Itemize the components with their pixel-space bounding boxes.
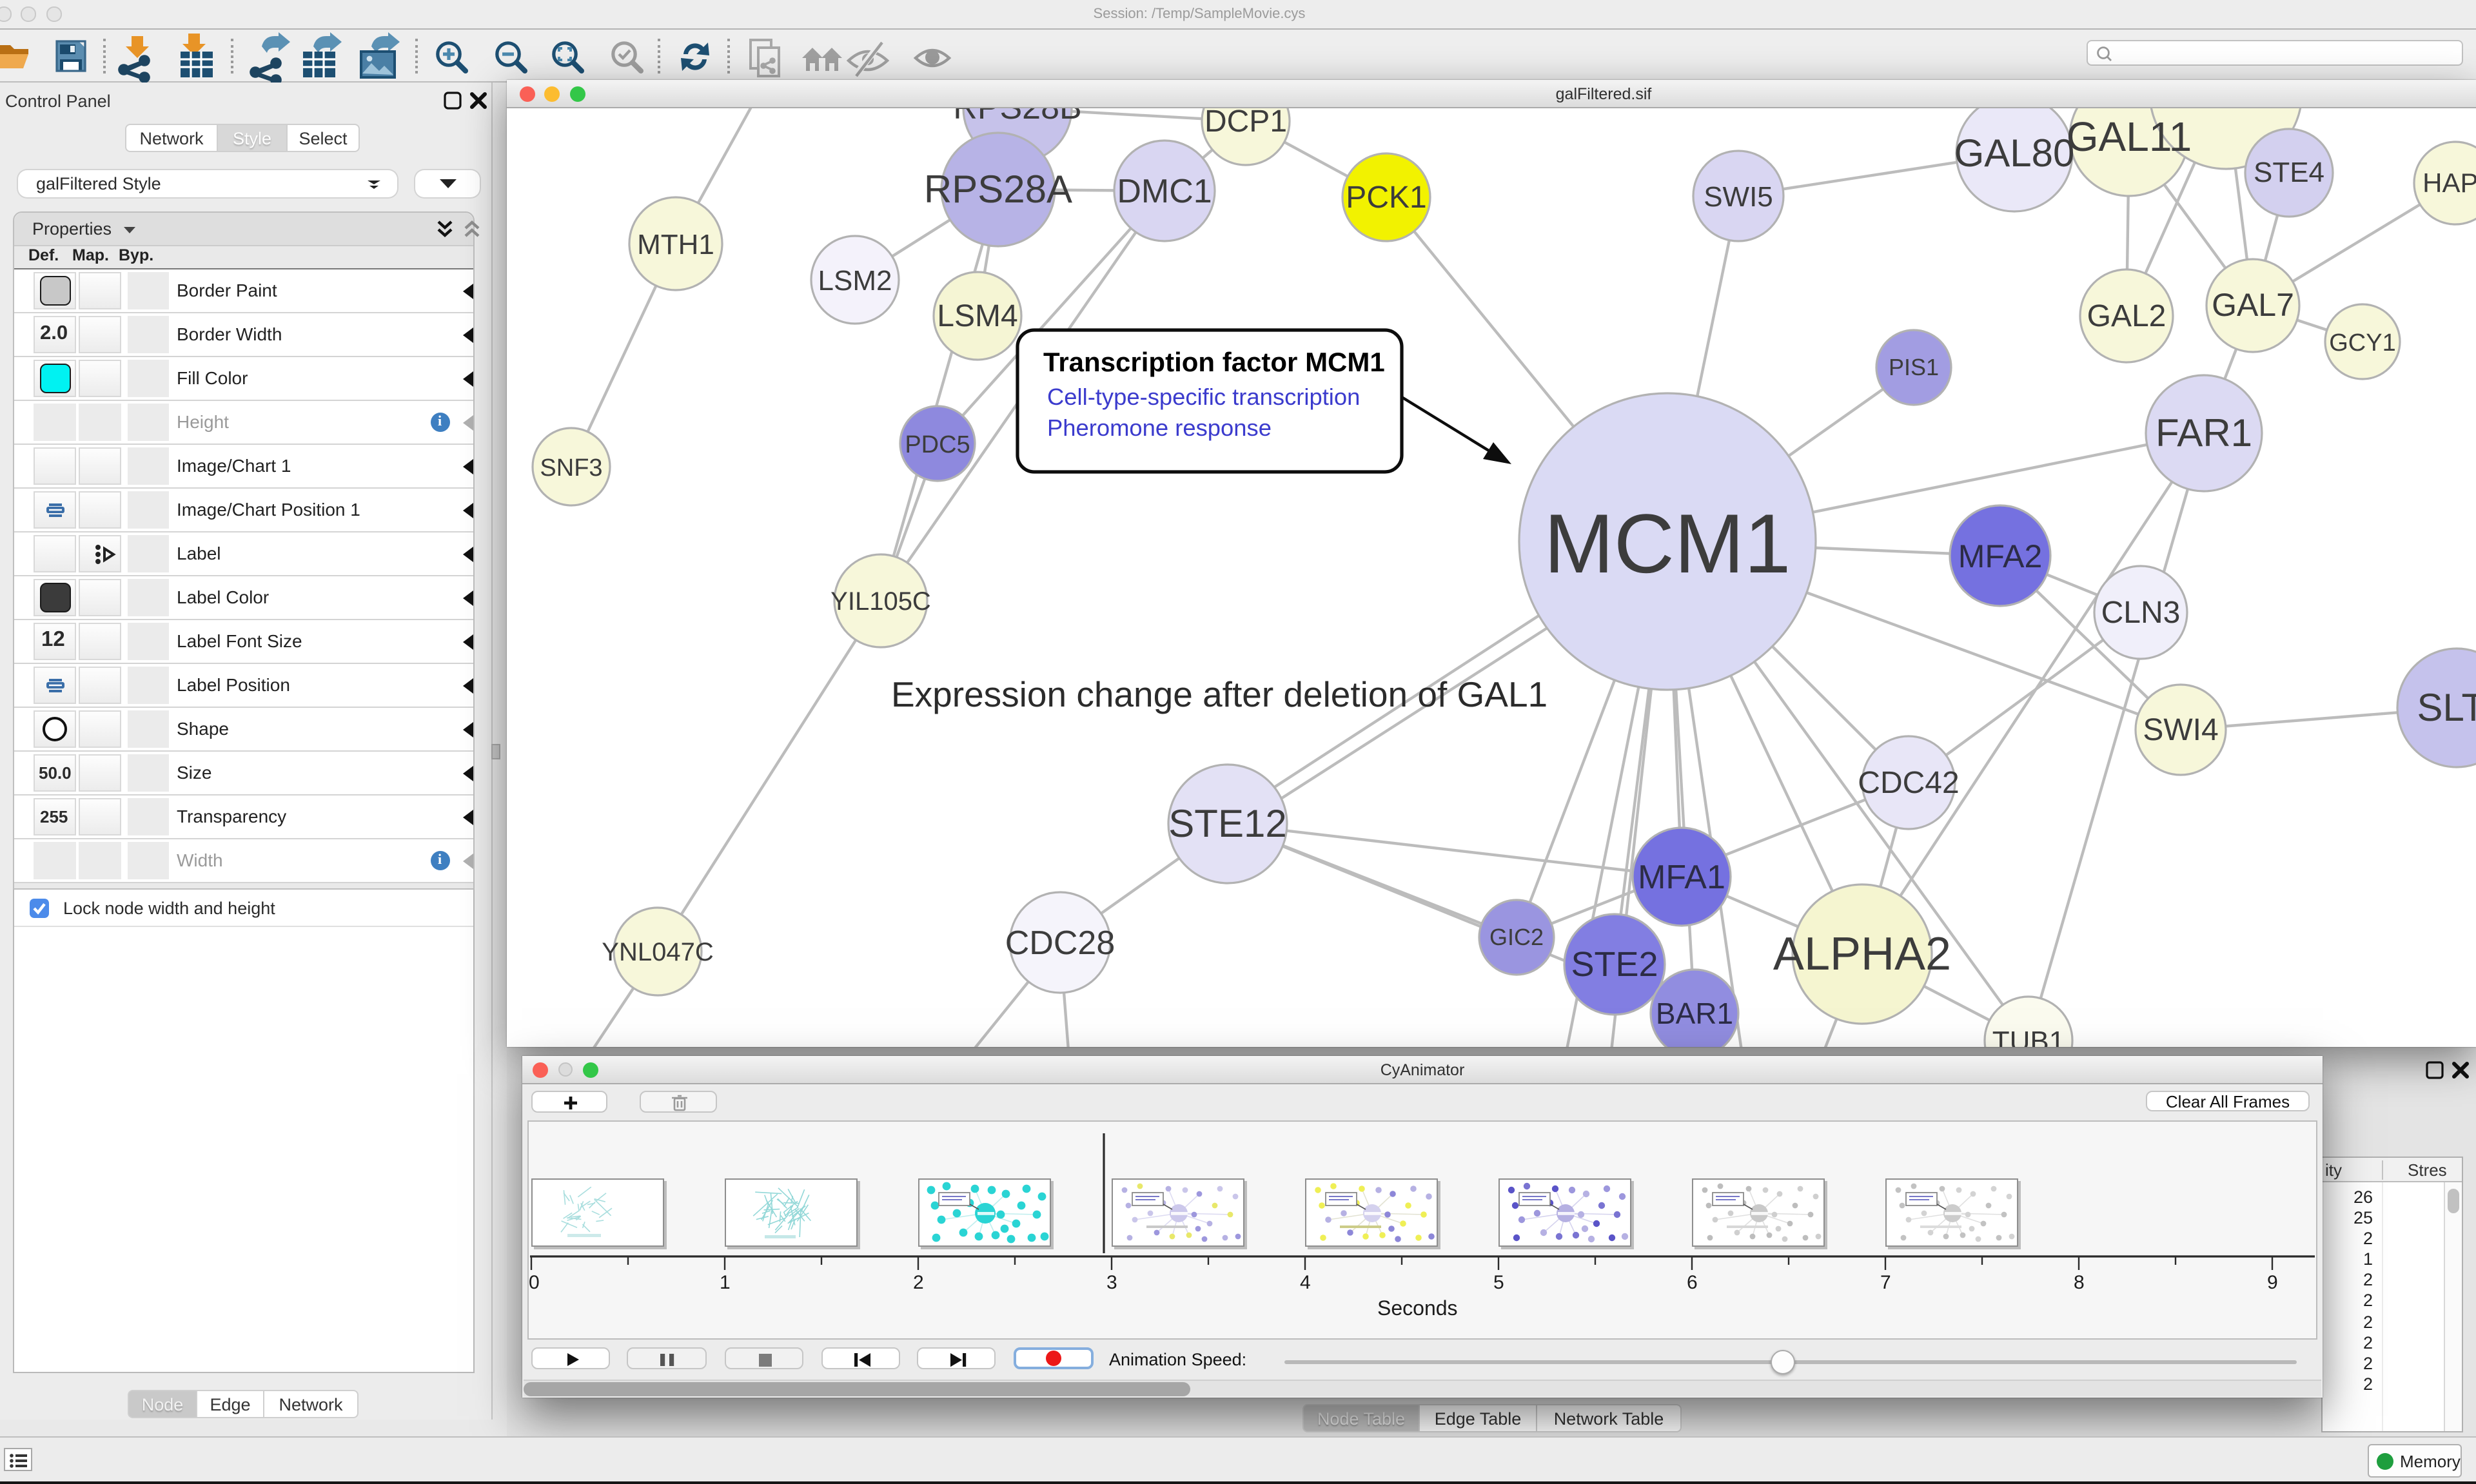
svg-text:5: 5 <box>1493 1272 1504 1293</box>
svg-text:MFA2: MFA2 <box>1958 538 2043 574</box>
svg-text:4: 4 <box>1300 1272 1311 1293</box>
svg-text:YIL105C: YIL105C <box>830 587 931 616</box>
svg-text:RPS28A: RPS28A <box>924 168 1072 211</box>
svg-text:PDC5: PDC5 <box>905 431 970 458</box>
svg-text:GCY1: GCY1 <box>2329 329 2395 356</box>
svg-text:CDC28: CDC28 <box>1005 924 1115 962</box>
svg-text:Pheromone response: Pheromone response <box>1047 415 1272 441</box>
svg-text:8: 8 <box>2074 1272 2085 1293</box>
svg-text:GAL7: GAL7 <box>2212 287 2294 323</box>
svg-text:ALPHA2: ALPHA2 <box>1773 928 1951 980</box>
svg-text:6: 6 <box>1687 1272 1698 1293</box>
svg-text:LSM4: LSM4 <box>937 299 1017 333</box>
svg-text:2: 2 <box>913 1272 924 1293</box>
svg-text:7: 7 <box>1880 1272 1891 1293</box>
svg-text:YNL047C: YNL047C <box>602 938 713 966</box>
svg-text:PIS1: PIS1 <box>1889 354 1939 380</box>
svg-text:Expression change after deleti: Expression change after deletion of GAL1 <box>891 674 1548 714</box>
svg-text:Transcription factor MCM1: Transcription factor MCM1 <box>1043 347 1385 377</box>
svg-text:3: 3 <box>1106 1272 1117 1293</box>
svg-text:GAL11: GAL11 <box>2067 113 2192 160</box>
svg-text:STE4: STE4 <box>2254 157 2324 188</box>
svg-text:HAP2: HAP2 <box>2422 168 2476 198</box>
svg-text:LSM2: LSM2 <box>818 265 892 297</box>
svg-text:STE2: STE2 <box>1571 945 1658 984</box>
svg-text:GIC2: GIC2 <box>1489 924 1544 950</box>
svg-text:9: 9 <box>2267 1272 2278 1293</box>
svg-text:GAL2: GAL2 <box>2087 299 2166 333</box>
svg-text:STE12: STE12 <box>1168 802 1286 845</box>
svg-text:MCM1: MCM1 <box>1544 496 1791 591</box>
svg-text:MFA1: MFA1 <box>1638 859 1725 896</box>
svg-text:BAR1: BAR1 <box>1656 997 1733 1030</box>
svg-text:DMC1: DMC1 <box>1117 173 1212 210</box>
svg-text:SWI5: SWI5 <box>1704 181 1773 213</box>
svg-text:CDC42: CDC42 <box>1858 766 1959 800</box>
svg-text:CLN3: CLN3 <box>2101 596 2181 630</box>
svg-text:SWI4: SWI4 <box>2143 713 2218 747</box>
svg-text:MTH1: MTH1 <box>637 229 714 260</box>
svg-text:SNF3: SNF3 <box>540 454 602 482</box>
svg-text:DCP1: DCP1 <box>1204 108 1287 139</box>
svg-text:RPS28B: RPS28B <box>953 108 1081 126</box>
svg-text:FAR1: FAR1 <box>2156 411 2252 454</box>
svg-text:1: 1 <box>720 1272 731 1293</box>
svg-text:Cell-type-specific transcripti: Cell-type-specific transcription <box>1047 384 1360 410</box>
svg-text:0: 0 <box>529 1272 540 1293</box>
svg-text:TUB1: TUB1 <box>1992 1026 2065 1047</box>
svg-text:GAL80: GAL80 <box>1954 132 2075 175</box>
svg-text:SLT2: SLT2 <box>2417 686 2476 729</box>
svg-text:PCK1: PCK1 <box>1346 181 1426 215</box>
